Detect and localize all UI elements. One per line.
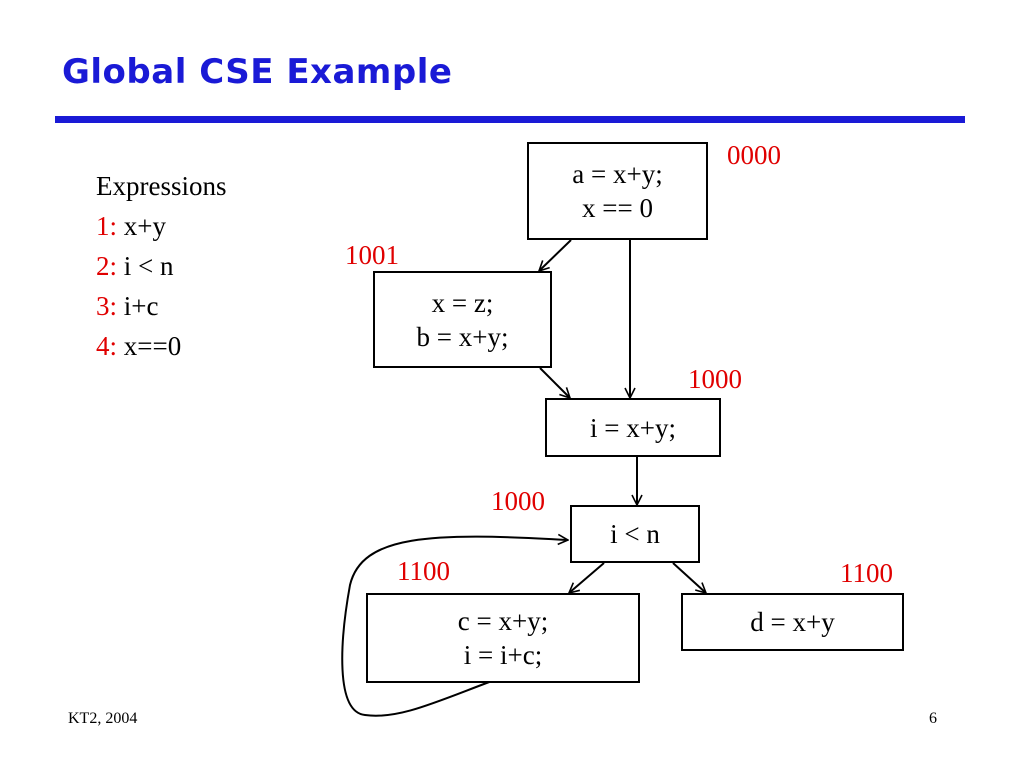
block-then: x = z; b = x+y; bbox=[373, 271, 552, 368]
edge-then-to-join bbox=[539, 367, 570, 398]
block-loop-body: c = x+y; i = i+c; bbox=[366, 593, 640, 683]
bitvector-label: 1100 bbox=[397, 556, 450, 586]
legend-item: 4: x==0 bbox=[96, 331, 182, 361]
slide-title: Global CSE Example bbox=[62, 52, 453, 92]
bitvector-label: 0000 bbox=[727, 140, 781, 170]
block-line: b = x+y; bbox=[416, 321, 509, 352]
block-entry: a = x+y; x == 0 bbox=[527, 142, 708, 240]
legend-item: 2: i < n bbox=[96, 251, 174, 281]
bitvector-label: 1000 bbox=[688, 364, 742, 394]
edge-test-to-exit bbox=[672, 562, 706, 593]
block-line: i = x+y; bbox=[590, 412, 676, 443]
page-number: 6 bbox=[929, 710, 937, 727]
bitvector-label: 1100 bbox=[840, 558, 893, 588]
edge-body-back-to-test bbox=[341, 537, 568, 717]
block-exit: d = x+y bbox=[681, 593, 904, 651]
block-loop-test: i < n bbox=[570, 505, 700, 563]
block-line: c = x+y; bbox=[457, 606, 549, 636]
edge-entry-to-then bbox=[539, 239, 572, 271]
block-line: a = x+y; bbox=[572, 159, 663, 189]
bitvector-label: 1000 bbox=[491, 486, 545, 516]
edge-test-to-body bbox=[569, 562, 605, 593]
legend-heading: Expressions bbox=[96, 171, 227, 201]
title-divider bbox=[55, 116, 965, 123]
block-line: i = i+c; bbox=[463, 640, 543, 670]
block-line: d = x+y bbox=[750, 607, 835, 637]
bitvector-label: 1001 bbox=[345, 240, 399, 270]
footer-left: KT2, 2004 bbox=[68, 710, 138, 727]
expressions-legend: Expressions 1: x+y 2: i < n 3: i+c 4: x=… bbox=[96, 166, 227, 366]
legend-item: 1: x+y bbox=[96, 211, 166, 241]
block-line: x == 0 bbox=[582, 193, 653, 223]
block-line: i < n bbox=[610, 519, 660, 549]
block-line: x = z; bbox=[431, 287, 494, 318]
legend-item: 3: i+c bbox=[96, 291, 159, 321]
block-join: i = x+y; bbox=[545, 398, 721, 457]
